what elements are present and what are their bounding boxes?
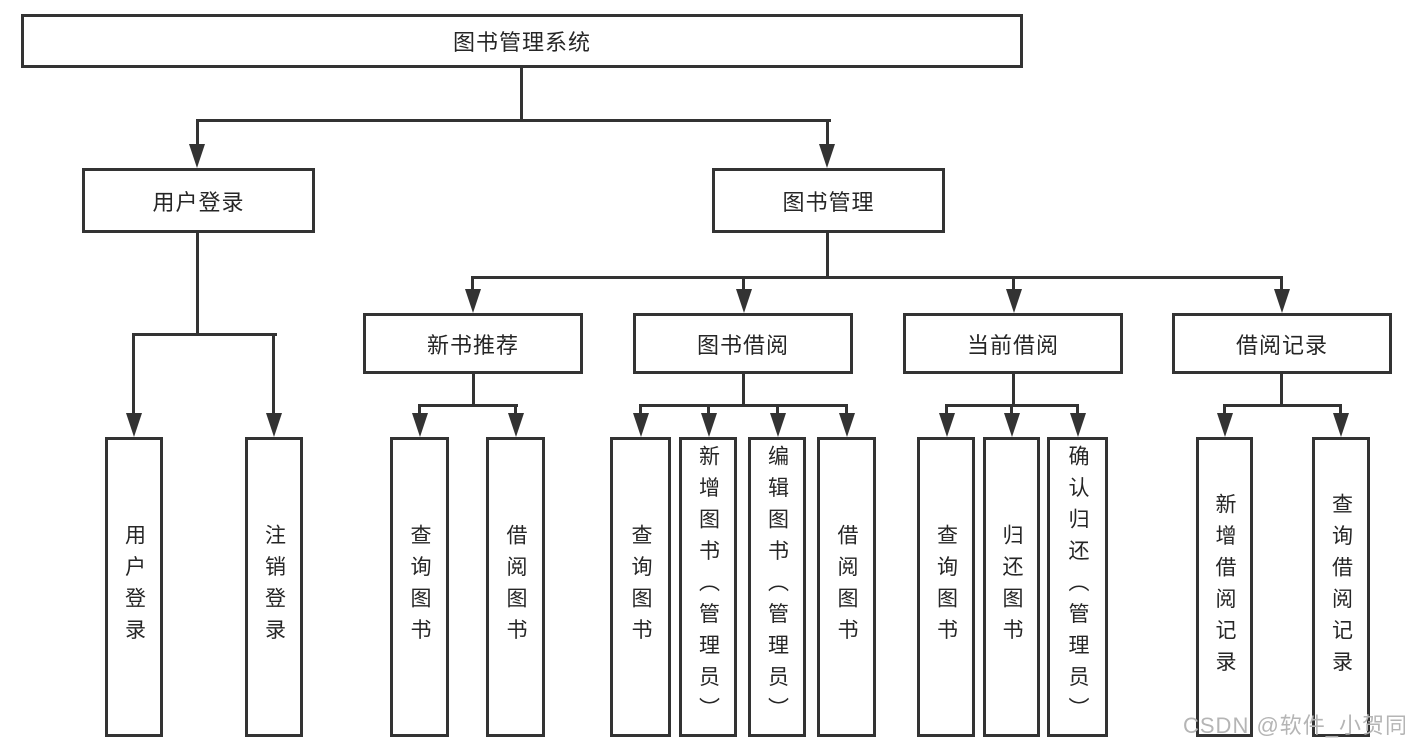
leaf-records-add-record-label: 新增借阅记录 xyxy=(1213,492,1236,682)
connector-line xyxy=(1223,404,1342,407)
node-root: 图书管理系统 xyxy=(21,14,1023,68)
node-new-book-recommend: 新书推荐 xyxy=(363,313,583,374)
leaf-records-query-record-label: 查询借阅记录 xyxy=(1329,492,1353,682)
connector-line xyxy=(1012,371,1015,407)
leaf-borrow-edit-books-admin: 编辑图书（管理员） xyxy=(748,437,806,737)
connector-line xyxy=(196,233,199,335)
arrowhead-down-icon xyxy=(465,289,481,313)
connector-line xyxy=(639,404,642,416)
connector-line xyxy=(1280,276,1283,292)
leaf-borrow-edit-books-admin-label: 编辑图书（管理员） xyxy=(765,445,789,729)
arrowhead-down-icon xyxy=(126,413,142,437)
connector-line xyxy=(272,333,275,416)
node-borrow-records-label: 借阅记录 xyxy=(1235,332,1328,358)
connector-line xyxy=(826,233,829,279)
arrowhead-down-icon xyxy=(508,413,524,437)
arrowhead-down-icon xyxy=(1070,413,1086,437)
connector-line xyxy=(707,404,710,416)
leaf-newbook-query-books: 查询图书 xyxy=(390,437,449,737)
arrowhead-down-icon xyxy=(633,413,649,437)
leaf-borrow-borrow-books-label: 借阅图书 xyxy=(835,524,858,650)
connector-line xyxy=(418,404,421,416)
node-current-borrow-label: 当前借阅 xyxy=(966,332,1059,358)
connector-line xyxy=(742,371,745,407)
arrowhead-down-icon xyxy=(1274,289,1290,313)
connector-line xyxy=(472,371,475,407)
leaf-logout: 注销登录 xyxy=(245,437,303,737)
leaf-borrow-query-books-label: 查询图书 xyxy=(629,524,652,650)
connector-line xyxy=(826,119,829,148)
connector-line xyxy=(514,404,517,416)
arrowhead-down-icon xyxy=(736,289,752,313)
connector-line xyxy=(776,404,779,416)
connector-line xyxy=(196,119,199,148)
leaf-borrow-borrow-books: 借阅图书 xyxy=(817,437,876,737)
leaf-current-confirm-return-admin: 确认归还（管理员） xyxy=(1047,437,1108,737)
node-new-book-recommend-label: 新书推荐 xyxy=(426,332,519,358)
arrowhead-down-icon xyxy=(819,144,835,168)
leaf-current-return-books-label: 归还图书 xyxy=(1000,524,1023,650)
connector-line xyxy=(418,404,518,407)
leaf-current-confirm-return-admin-label: 确认归还（管理员） xyxy=(1066,445,1089,729)
arrowhead-down-icon xyxy=(1004,413,1020,437)
connector-line xyxy=(945,404,948,416)
leaf-user-login-label: 用户登录 xyxy=(122,524,146,650)
leaf-borrow-add-books-admin-label: 新增图书（管理员） xyxy=(696,445,720,729)
connector-line xyxy=(471,276,474,292)
leaf-records-add-record: 新增借阅记录 xyxy=(1196,437,1253,737)
arrowhead-down-icon xyxy=(189,144,205,168)
connector-line xyxy=(132,333,277,336)
node-borrow-records: 借阅记录 xyxy=(1172,313,1392,374)
arrowhead-down-icon xyxy=(1217,413,1233,437)
leaf-newbook-borrow-books-label: 借阅图书 xyxy=(504,524,527,650)
leaf-borrow-add-books-admin: 新增图书（管理员） xyxy=(679,437,737,737)
node-user-login-label: 用户登录 xyxy=(152,189,245,215)
connector-line xyxy=(1010,404,1013,416)
arrowhead-down-icon xyxy=(266,413,282,437)
connector-line xyxy=(1076,404,1079,416)
node-book-borrow-label: 图书借阅 xyxy=(696,332,789,358)
leaf-borrow-query-books: 查询图书 xyxy=(610,437,671,737)
connector-line xyxy=(1012,276,1015,292)
arrowhead-down-icon xyxy=(701,413,717,437)
node-root-label: 图书管理系统 xyxy=(452,30,591,55)
leaf-current-query-books: 查询图书 xyxy=(917,437,975,737)
arrowhead-down-icon xyxy=(1333,413,1349,437)
connector-line xyxy=(639,404,847,407)
leaf-records-query-record: 查询借阅记录 xyxy=(1312,437,1370,737)
node-user-login: 用户登录 xyxy=(82,168,315,233)
node-current-borrow: 当前借阅 xyxy=(903,313,1123,374)
arrowhead-down-icon xyxy=(1006,289,1022,313)
connector-line xyxy=(520,65,523,121)
connector-line xyxy=(471,276,1283,279)
connector-line xyxy=(1339,404,1342,416)
leaf-user-login: 用户登录 xyxy=(105,437,163,737)
node-book-management-label: 图书管理 xyxy=(782,189,875,215)
node-book-management: 图书管理 xyxy=(712,168,945,233)
arrowhead-down-icon xyxy=(770,413,786,437)
arrowhead-down-icon xyxy=(412,413,428,437)
arrowhead-down-icon xyxy=(839,413,855,437)
leaf-current-query-books-label: 查询图书 xyxy=(934,524,958,650)
watermark: CSDN @软件_小贺同学 xyxy=(1183,713,1405,738)
connector-line xyxy=(132,333,135,416)
connector-line xyxy=(742,276,745,292)
leaf-newbook-query-books-label: 查询图书 xyxy=(408,524,431,650)
connector-line xyxy=(1223,404,1226,416)
connector-line xyxy=(196,119,831,122)
leaf-newbook-borrow-books: 借阅图书 xyxy=(486,437,545,737)
leaf-logout-label: 注销登录 xyxy=(262,524,286,650)
node-book-borrow: 图书借阅 xyxy=(633,313,853,374)
arrowhead-down-icon xyxy=(939,413,955,437)
connector-line xyxy=(845,404,848,416)
connector-line xyxy=(1280,371,1283,407)
leaf-current-return-books: 归还图书 xyxy=(983,437,1040,737)
